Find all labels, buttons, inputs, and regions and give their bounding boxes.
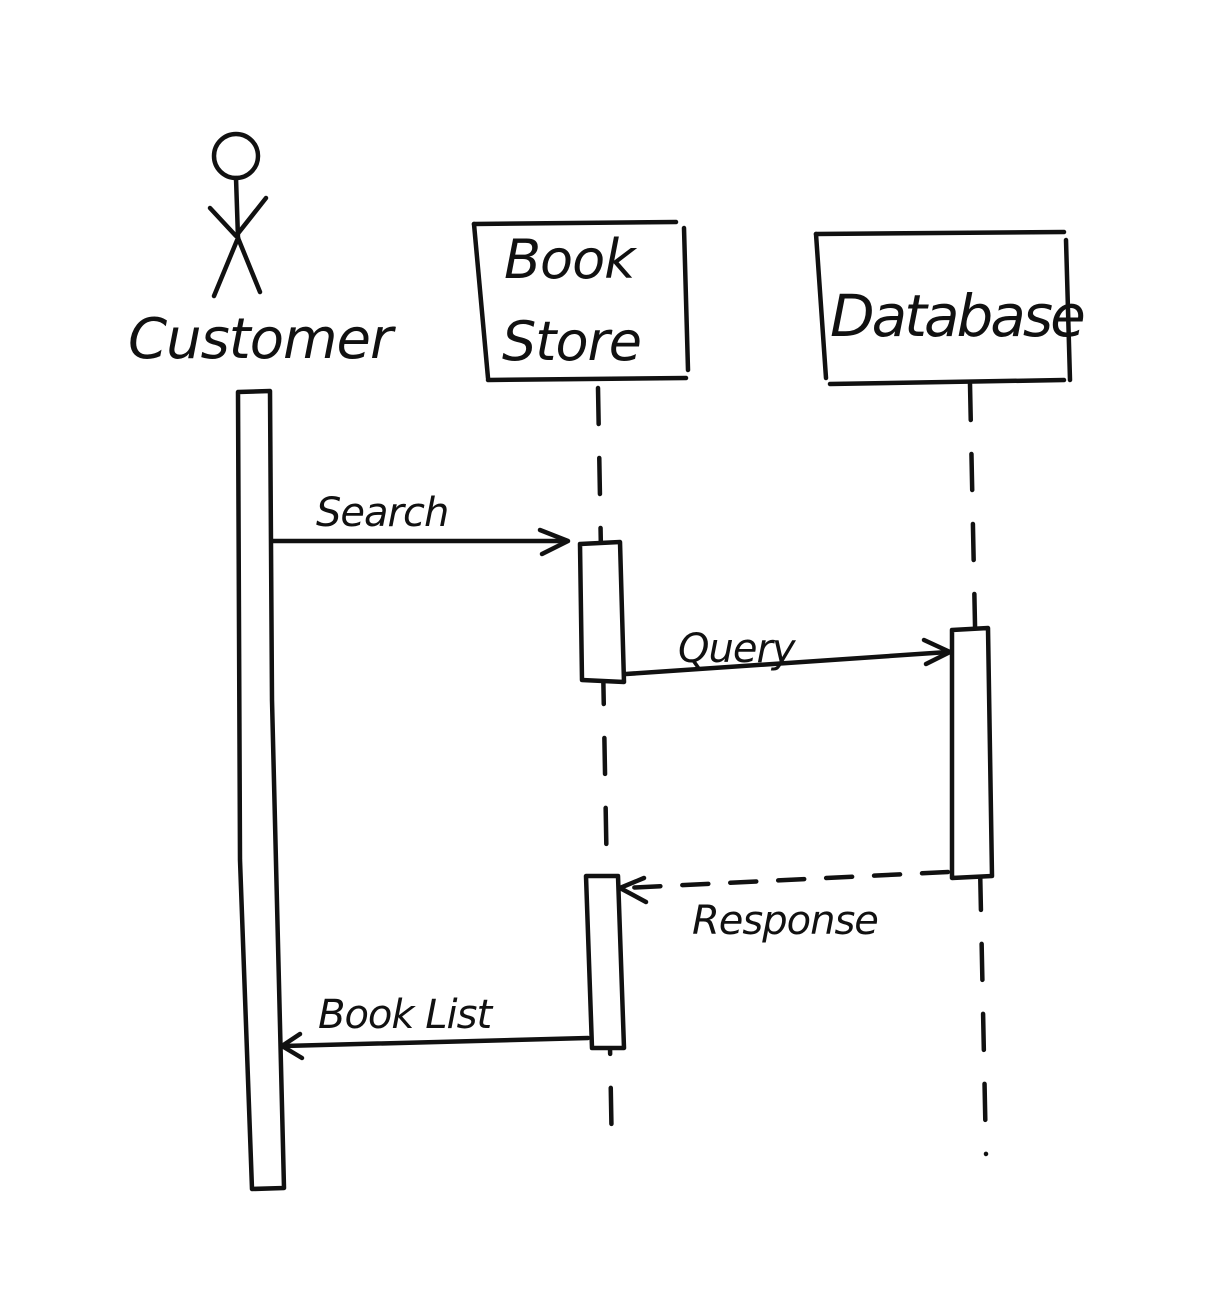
- query-arrowhead: [921, 637, 953, 667]
- bookstore-activation-bar-1: [577, 539, 627, 685]
- bookstore-box: [471, 219, 691, 383]
- customer-label: Customer: [128, 307, 396, 372]
- response-label: Response: [692, 898, 878, 944]
- customer-activation-bar: [235, 388, 287, 1192]
- search-label: Search: [316, 490, 448, 536]
- response-arrow: [621, 869, 951, 891]
- bookstore-activation-bar-2: [583, 873, 627, 1051]
- response-arrowhead: [617, 875, 649, 905]
- bookstore-label-line1: Book: [504, 228, 638, 291]
- booklist-arrowhead: [279, 1031, 305, 1061]
- database-label: Database: [830, 282, 1084, 350]
- bookstore-label-line2: Store: [502, 310, 641, 373]
- database-activation-bar: [949, 625, 995, 881]
- booklist-label: Book List: [318, 992, 494, 1038]
- database-box: [813, 229, 1073, 387]
- query-label: Query: [678, 626, 797, 672]
- search-arrowhead: [537, 527, 571, 557]
- query-arrow: [623, 649, 951, 677]
- booklist-arrow: [281, 1035, 591, 1049]
- customer-actor-icon: [207, 131, 269, 299]
